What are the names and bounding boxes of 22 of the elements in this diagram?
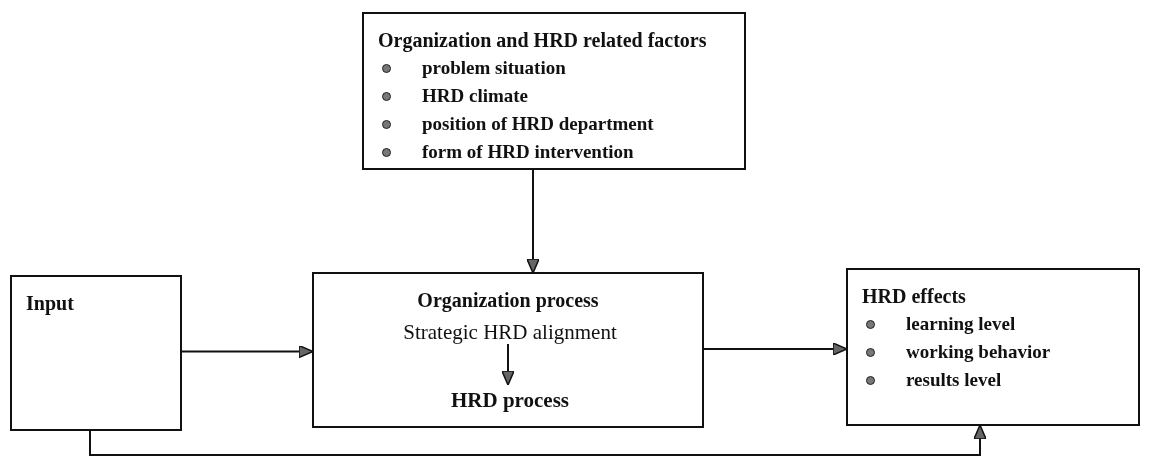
box-heading: Organization and HRD related factors (378, 28, 708, 54)
process-box (846, 268, 1140, 426)
bullet-item: position of HRD department (378, 110, 730, 138)
bullet-item: working behavior (862, 338, 1124, 366)
bullet-item: results level (862, 366, 1124, 394)
box-heading: Input (26, 291, 75, 317)
process-box (10, 275, 182, 431)
bullet-item: form of HRD intervention (378, 138, 730, 166)
box-heading: HRD effects (862, 284, 967, 309)
step-label: HRD process (450, 387, 570, 414)
process-box (312, 272, 704, 428)
arrow (703, 342, 848, 356)
arrow (526, 169, 540, 274)
arrow (89, 424, 987, 456)
bullet-item: HRD climate (378, 82, 730, 110)
bullet-item: problem situation (378, 54, 730, 82)
box-heading: Organization process (416, 288, 600, 314)
arrow (181, 344, 314, 359)
process-box (362, 12, 746, 170)
arrow (501, 343, 515, 386)
step-label: Strategic HRD alignment (402, 319, 618, 346)
bullet-item: learning level (862, 310, 1124, 338)
